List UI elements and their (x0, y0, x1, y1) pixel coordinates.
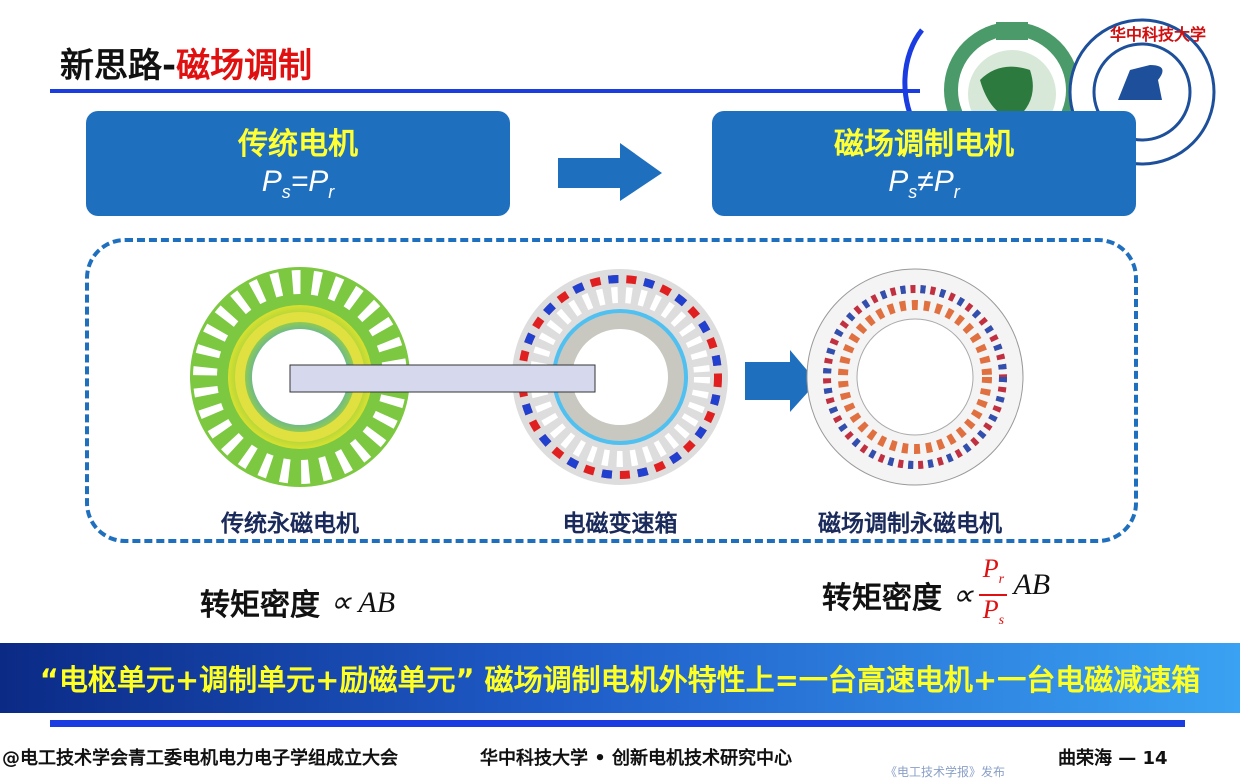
footer-page-number: 曲荣海 — 14 (1058, 748, 1168, 769)
right-arrow-icon (558, 143, 662, 201)
footer-line (50, 720, 1185, 727)
footer-conference: @电工技术学会青工委电机电力电子学组成立大会 (2, 748, 398, 769)
box-formula: Ps=Pr (261, 165, 335, 202)
motor-figures (190, 267, 1024, 487)
slide-title: 新思路-磁场调制 (60, 38, 312, 87)
traditional-motor-box: 传统电机 Ps=Pr (86, 111, 510, 216)
title-underline (50, 89, 920, 93)
footer-institution: 华中科技大学 • 创新电机技术研究中心 (480, 748, 793, 769)
shaft-bar (289, 364, 596, 393)
box-heading: 传统电机 (238, 127, 358, 162)
summary-banner: “电枢单元+调制单元+励磁单元” 磁场调制电机外特性上=一台高速电机+一台电磁减… (0, 643, 1240, 713)
title-prefix: 新思路- (60, 46, 177, 86)
figure-label: 磁场调制永磁电机 (818, 511, 1002, 537)
modulated-pm-motor-image (806, 268, 1024, 486)
figure-label: 传统永磁电机 (221, 511, 359, 537)
watermark: 《电工技术学报》发布 (885, 765, 1006, 779)
right-arrow-icon (745, 350, 817, 412)
box-heading: 磁场调制电机 (834, 127, 1014, 162)
svg-text:华中科技大学: 华中科技大学 (1110, 25, 1206, 44)
figure-label: 电磁变速箱 (562, 511, 678, 537)
figure-frame (85, 238, 1138, 543)
modulation-motor-box: 磁场调制电机 Ps≠Pr (712, 111, 1136, 216)
title-highlight: 磁场调制 (176, 46, 313, 86)
left-torque-formula: 转矩密度∝ AB (200, 585, 396, 624)
box-formula: Ps≠Pr (888, 165, 960, 202)
